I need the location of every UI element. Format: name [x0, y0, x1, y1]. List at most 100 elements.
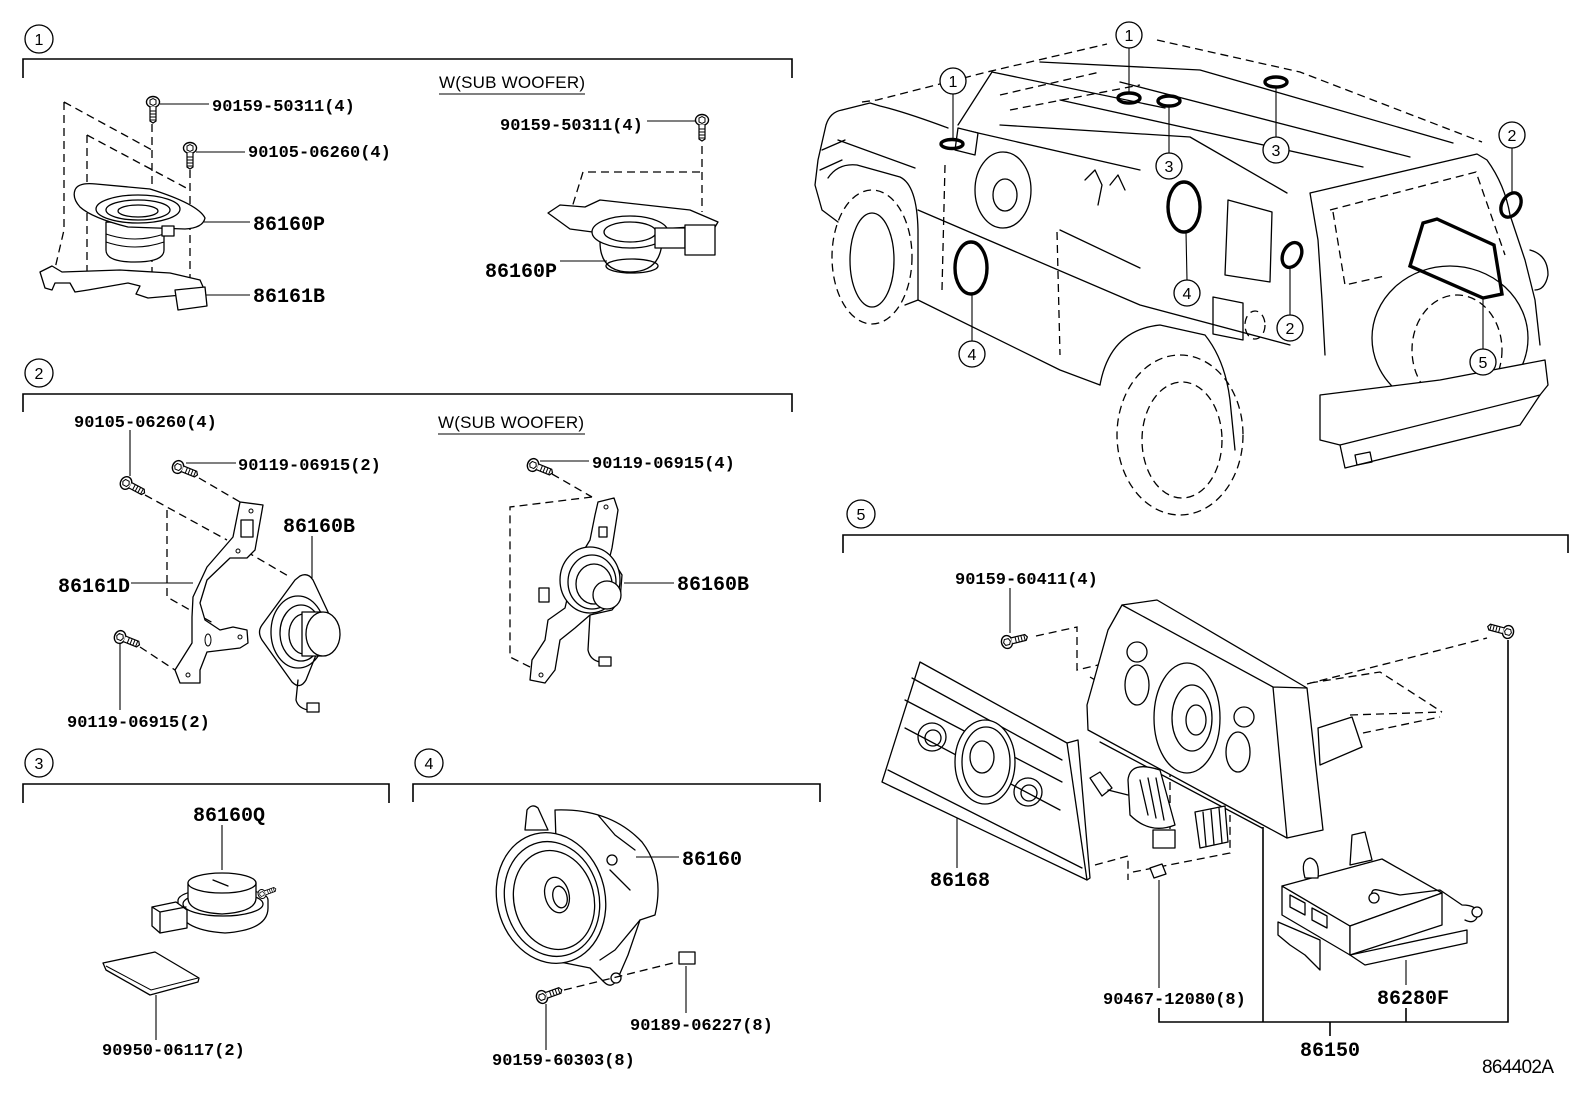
vehicle-callout-3-rear: 3: [1262, 75, 1290, 164]
part-label-90159-60303[interactable]: 90159-60303(8): [492, 1052, 635, 1071]
bracket-clip-shape: [174, 286, 208, 311]
grille-woofer-ring: [961, 726, 1011, 798]
part-label-90950-06117[interactable]: 90950-06117(2): [102, 1042, 245, 1061]
callout-circle: [958, 340, 986, 368]
vehicle-callout-3-front: 3: [1155, 94, 1183, 180]
vehicle-callout-5-subwoofer: 5: [1407, 217, 1504, 376]
part-label-86161b[interactable]: 86161B: [253, 286, 325, 309]
box-edges: [1099, 604, 1308, 839]
leader-line: [1185, 231, 1188, 281]
box-heat-sink-ribs: [1139, 777, 1165, 821]
section-2-number: 2: [35, 366, 44, 383]
amp-mount-tab: [1349, 831, 1373, 866]
clip-90189-06227-shape: [678, 951, 696, 965]
callout-number: 4: [1183, 286, 1192, 303]
tweeter-terminal: [161, 225, 175, 237]
part-label-86160[interactable]: 86160: [682, 849, 742, 872]
speaker-wire: [295, 679, 309, 711]
part-label-86280f[interactable]: 86280F: [1377, 988, 1449, 1011]
part-label-90119-06915-upper[interactable]: 90119-06915(2): [238, 457, 381, 476]
part-label-90105-06260[interactable]: 90105-06260(4): [248, 144, 391, 163]
callout-number: 2: [1286, 321, 1295, 338]
vehicle-callout-4-left-door: 4: [953, 240, 989, 368]
amp-mount-hole: [1368, 892, 1380, 904]
grille-woofer-pattern: [969, 740, 995, 774]
tweeter-connector: [654, 227, 686, 249]
tweeter-magnet-body: [105, 221, 165, 263]
speaker-location-marker: [1156, 94, 1182, 108]
bolt-90105-06260-icon: [182, 141, 198, 170]
box-woofer-cap: [1185, 704, 1207, 736]
part-label-90105-06260[interactable]: 90105-06260(4): [74, 414, 217, 433]
part-label-86160p-subwoofer[interactable]: 86160P: [485, 261, 557, 284]
speaker-wire: [587, 614, 601, 663]
front-fascia: [814, 109, 843, 223]
bracket-hole: [603, 504, 609, 510]
clip-90467-12080-shape: [1149, 863, 1167, 879]
section-4-number: 4: [425, 756, 434, 773]
tweeter-cup-bottom: [605, 258, 659, 274]
part-label-90467-12080[interactable]: 90467-12080(8): [1103, 991, 1246, 1010]
speaker-connector: [306, 702, 320, 713]
part-label-86161d[interactable]: 86161D: [58, 576, 130, 599]
part-label-86160q[interactable]: 86160Q: [193, 805, 265, 828]
tweeter-connector: [151, 901, 188, 934]
box-woofer-outer: [1153, 662, 1221, 774]
tail-light: [1212, 296, 1244, 341]
speaker-location-marker: [1280, 240, 1304, 270]
rear-window: [1329, 171, 1506, 286]
bracket-hole: [185, 672, 191, 678]
section-5-bracket: [842, 534, 1569, 553]
section-2: 2 W(SUB WOOFER): [22, 358, 793, 733]
part-label-86168[interactable]: 86168: [930, 870, 990, 893]
part-label-90119-06915-subwoofer[interactable]: 90119-06915(4): [592, 455, 735, 474]
door-woofer-drawing: [495, 805, 696, 1006]
part-label-90159-50311[interactable]: 90159-50311(4): [212, 98, 355, 117]
part-label-90119-06915-lower[interactable]: 90119-06915(2): [67, 714, 210, 733]
bracket-slot: [240, 519, 254, 538]
duct-end: [1317, 716, 1363, 766]
tweeter-connector-block: [684, 224, 716, 256]
roof-tweeter-drawing: [102, 872, 278, 996]
rear-wheel: [1116, 354, 1244, 516]
tow-hitch: [1354, 451, 1373, 466]
woofer-rim: [495, 831, 607, 965]
box-port: [1233, 706, 1255, 728]
part-label-90159-50311-subwoofer[interactable]: 90159-50311(4): [500, 117, 643, 136]
section-2-callout-circle: [24, 358, 54, 388]
amp-connectors: [1289, 894, 1328, 929]
bracket-slot: [598, 526, 608, 538]
bracket-hole: [235, 548, 241, 554]
windshield-frame: [957, 71, 1166, 171]
grille-lines: [819, 139, 846, 171]
bolt-90105-06260-icon: [117, 473, 149, 500]
part-label-86160p[interactable]: 86160P: [253, 214, 325, 237]
grille-speaker-left-inner: [924, 729, 942, 747]
box-bracket-ribs: [1202, 807, 1223, 847]
tweeter-dome-mark: [212, 879, 229, 887]
section-4: 4 86160 90189-06227(8) 90159-60303(8): [412, 748, 821, 1071]
bolt-90159-50311-icon: [145, 95, 161, 124]
amp-side-bracket: [1277, 921, 1321, 971]
part-label-86160b-subwoofer[interactable]: 86160B: [677, 574, 749, 597]
part-label-86160b[interactable]: 86160B: [283, 516, 355, 539]
amp-mount-tab: [1302, 857, 1319, 879]
part-label-86150[interactable]: 86150: [1300, 1040, 1360, 1063]
vehicle-callout-1-front-left: 1: [939, 67, 967, 151]
assembly-guide-lines: [569, 146, 703, 215]
woofer-surround: [503, 840, 601, 958]
speaker-location-marker: [939, 137, 965, 151]
grille-panel-side: [1066, 739, 1091, 881]
bracket-hole: [248, 508, 254, 514]
box-wire: [1107, 789, 1129, 796]
amp-wire-bracket: [1370, 889, 1479, 923]
pad-90950-06117-shape: [102, 951, 200, 996]
part-label-90189-06227[interactable]: 90189-06227(8): [630, 1017, 773, 1036]
callout-number: 2: [1508, 128, 1517, 145]
vehicle-illustration: 1 1 3 3 4: [814, 21, 1549, 516]
part-label-90159-60411[interactable]: 90159-60411(4): [955, 571, 1098, 590]
section-2-bracket: [22, 393, 793, 412]
speaker-location-marker: [953, 240, 989, 296]
magnet-rings: [105, 233, 165, 248]
pad-edge: [105, 965, 199, 991]
